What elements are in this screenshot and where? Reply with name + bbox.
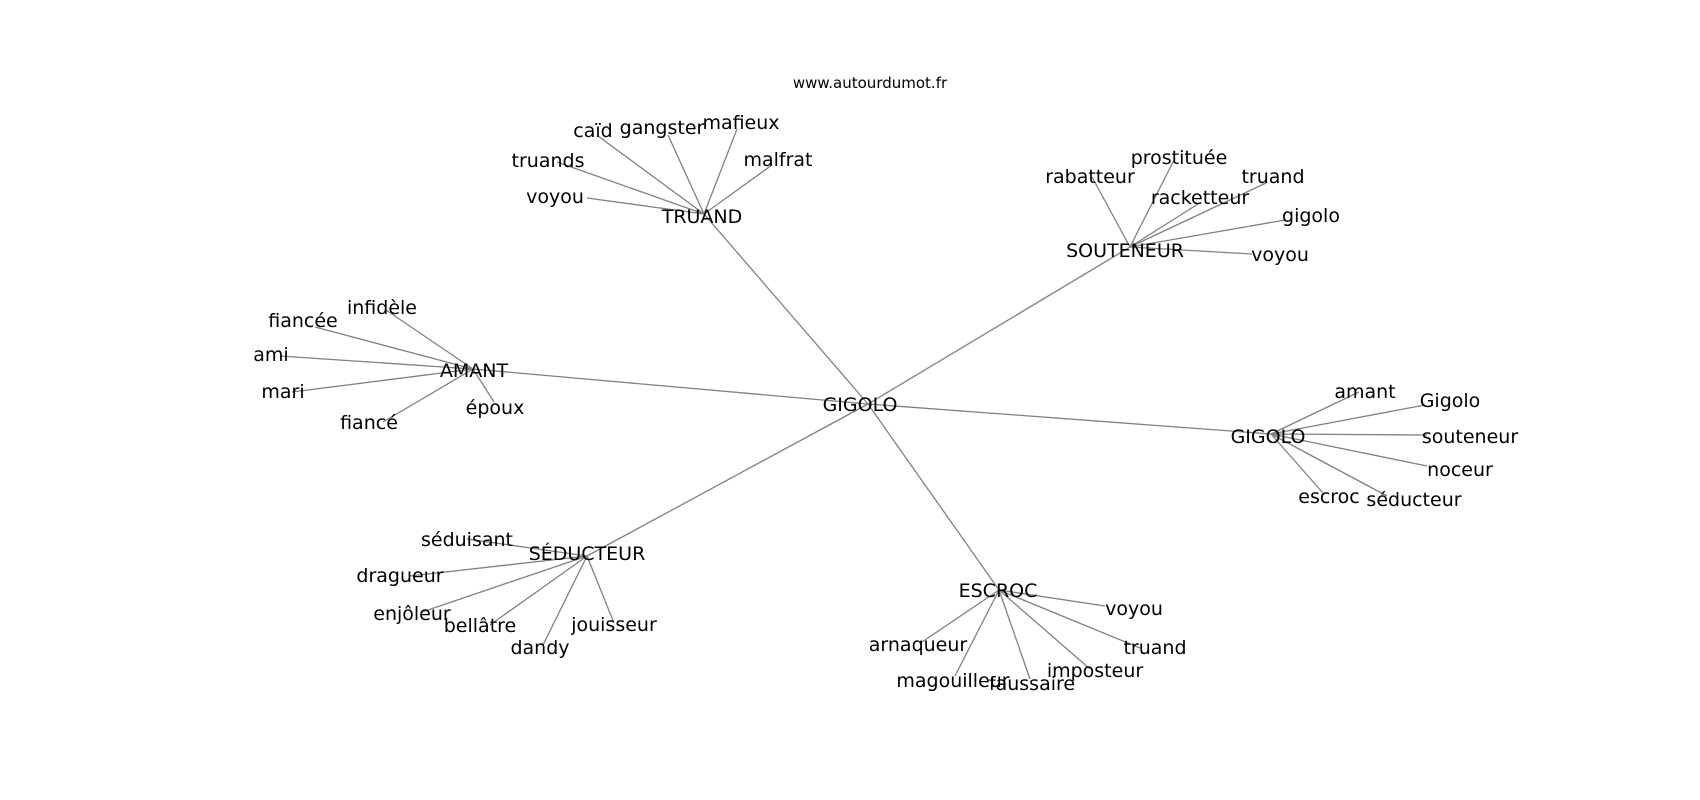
edge-amant-word bbox=[291, 368, 474, 393]
edge-gigolo-word bbox=[1270, 404, 1426, 435]
edge-truand-word bbox=[597, 135, 705, 215]
edge-souteneur-word bbox=[1129, 182, 1267, 248]
edge-gigolo-word bbox=[1270, 391, 1360, 435]
edge-amant-word bbox=[314, 326, 474, 370]
edge-seducteur-word bbox=[489, 555, 588, 626]
edge-gigolo-word bbox=[1270, 433, 1428, 467]
edge-truand-word bbox=[703, 164, 773, 215]
edge-truand-word bbox=[703, 128, 738, 215]
word-node-label: noceur bbox=[1427, 459, 1493, 481]
word-node-label: jouisseur bbox=[570, 614, 657, 636]
edge-gigolo-word bbox=[1270, 433, 1324, 494]
word-node-label: ami bbox=[253, 344, 288, 366]
edge-escroc-word bbox=[921, 589, 1000, 643]
edge-amant-word bbox=[279, 355, 474, 370]
word-node-label: infidèle bbox=[347, 297, 417, 319]
edge-souteneur-word bbox=[1129, 246, 1253, 255]
word-node-label: dragueur bbox=[356, 565, 443, 587]
edge-center-truand bbox=[703, 213, 869, 405]
word-node-label: époux bbox=[466, 397, 525, 419]
cluster-node-truand: TRUAND bbox=[661, 206, 743, 228]
word-node-label: souteneur bbox=[1422, 426, 1518, 448]
word-node-label: truand bbox=[1123, 637, 1186, 659]
word-node-label: faussaire bbox=[989, 673, 1075, 695]
word-node-label: racketteur bbox=[1151, 187, 1250, 209]
word-node-label: dandy bbox=[510, 637, 569, 659]
graph-edges bbox=[279, 128, 1428, 680]
word-node-label: enjôleur bbox=[373, 603, 451, 625]
edge-center-amant bbox=[472, 368, 869, 405]
edge-souteneur-word bbox=[1091, 176, 1131, 248]
word-node-label: magouilleur bbox=[896, 670, 1009, 692]
word-node-label: arnaqueur bbox=[869, 634, 968, 656]
edge-center-seducteur bbox=[586, 403, 869, 557]
edge-amant-word bbox=[382, 368, 474, 423]
website-label: www.autourdumot.fr bbox=[793, 74, 948, 92]
word-node-label: malfrat bbox=[743, 149, 812, 171]
word-node-label: amant bbox=[1334, 381, 1395, 403]
edge-escroc-word bbox=[998, 589, 1106, 607]
edge-center-gigolo bbox=[867, 403, 1272, 435]
cluster-node-gigolo: GIGOLO bbox=[1231, 426, 1306, 448]
cluster-node-seducteur: SÉDUCTEUR bbox=[529, 542, 646, 565]
edge-souteneur-word bbox=[1129, 219, 1286, 248]
word-node-label: fiancée bbox=[268, 310, 337, 332]
edge-gigolo-word bbox=[1270, 433, 1388, 497]
word-node-label: imposteur bbox=[1047, 660, 1144, 682]
center-node-label: GIGOLO bbox=[823, 394, 898, 416]
cluster-node-amant: AMANT bbox=[440, 360, 509, 382]
cluster-node-souteneur: SOUTENEUR bbox=[1066, 240, 1184, 262]
word-node-label: truands bbox=[512, 150, 585, 172]
edge-escroc-word bbox=[954, 589, 1000, 677]
word-node-label: bellâtre bbox=[444, 615, 516, 637]
edge-escroc-word bbox=[998, 589, 1031, 680]
cluster-node-escroc: ESCROC bbox=[959, 580, 1038, 602]
word-node-label: truand bbox=[1241, 166, 1304, 188]
word-node-label: gigolo bbox=[1282, 205, 1340, 227]
word-node-label: prostituée bbox=[1131, 147, 1228, 169]
edge-truand-word bbox=[586, 197, 705, 215]
word-node-label: voyou bbox=[1251, 244, 1309, 266]
word-node-label: caïd bbox=[573, 120, 612, 142]
edge-amant-word bbox=[385, 309, 474, 370]
edge-souteneur-word bbox=[1129, 157, 1176, 248]
word-node-label: voyou bbox=[1105, 598, 1163, 620]
edge-truand-word bbox=[556, 161, 705, 215]
word-node-label: voyou bbox=[526, 186, 584, 208]
word-node-label: mari bbox=[261, 381, 304, 403]
edge-amant-word bbox=[472, 368, 495, 403]
word-node-label: séduisant bbox=[421, 529, 513, 551]
word-node-label: gangster bbox=[620, 117, 705, 139]
edge-truand-word bbox=[667, 134, 705, 215]
edge-seducteur-word bbox=[466, 538, 588, 557]
edge-escroc-word bbox=[998, 589, 1141, 649]
edge-seducteur-word bbox=[409, 555, 588, 577]
edge-escroc-word bbox=[998, 589, 1091, 670]
word-node-label: fiancé bbox=[340, 412, 398, 434]
word-node-label: escroc bbox=[1298, 486, 1360, 508]
edge-gigolo-word bbox=[1270, 433, 1428, 436]
edge-souteneur-word bbox=[1129, 203, 1199, 248]
word-node-label: Gigolo bbox=[1420, 390, 1481, 412]
edge-center-souteneur bbox=[867, 246, 1131, 405]
edge-center-escroc bbox=[867, 403, 1000, 591]
word-node-label: mafieux bbox=[702, 112, 779, 134]
edge-seducteur-word bbox=[421, 555, 588, 613]
word-node-label: rabatteur bbox=[1045, 166, 1135, 188]
word-node-label: séducteur bbox=[1366, 489, 1461, 511]
edge-seducteur-word bbox=[542, 555, 588, 646]
edge-seducteur-word bbox=[586, 555, 615, 624]
